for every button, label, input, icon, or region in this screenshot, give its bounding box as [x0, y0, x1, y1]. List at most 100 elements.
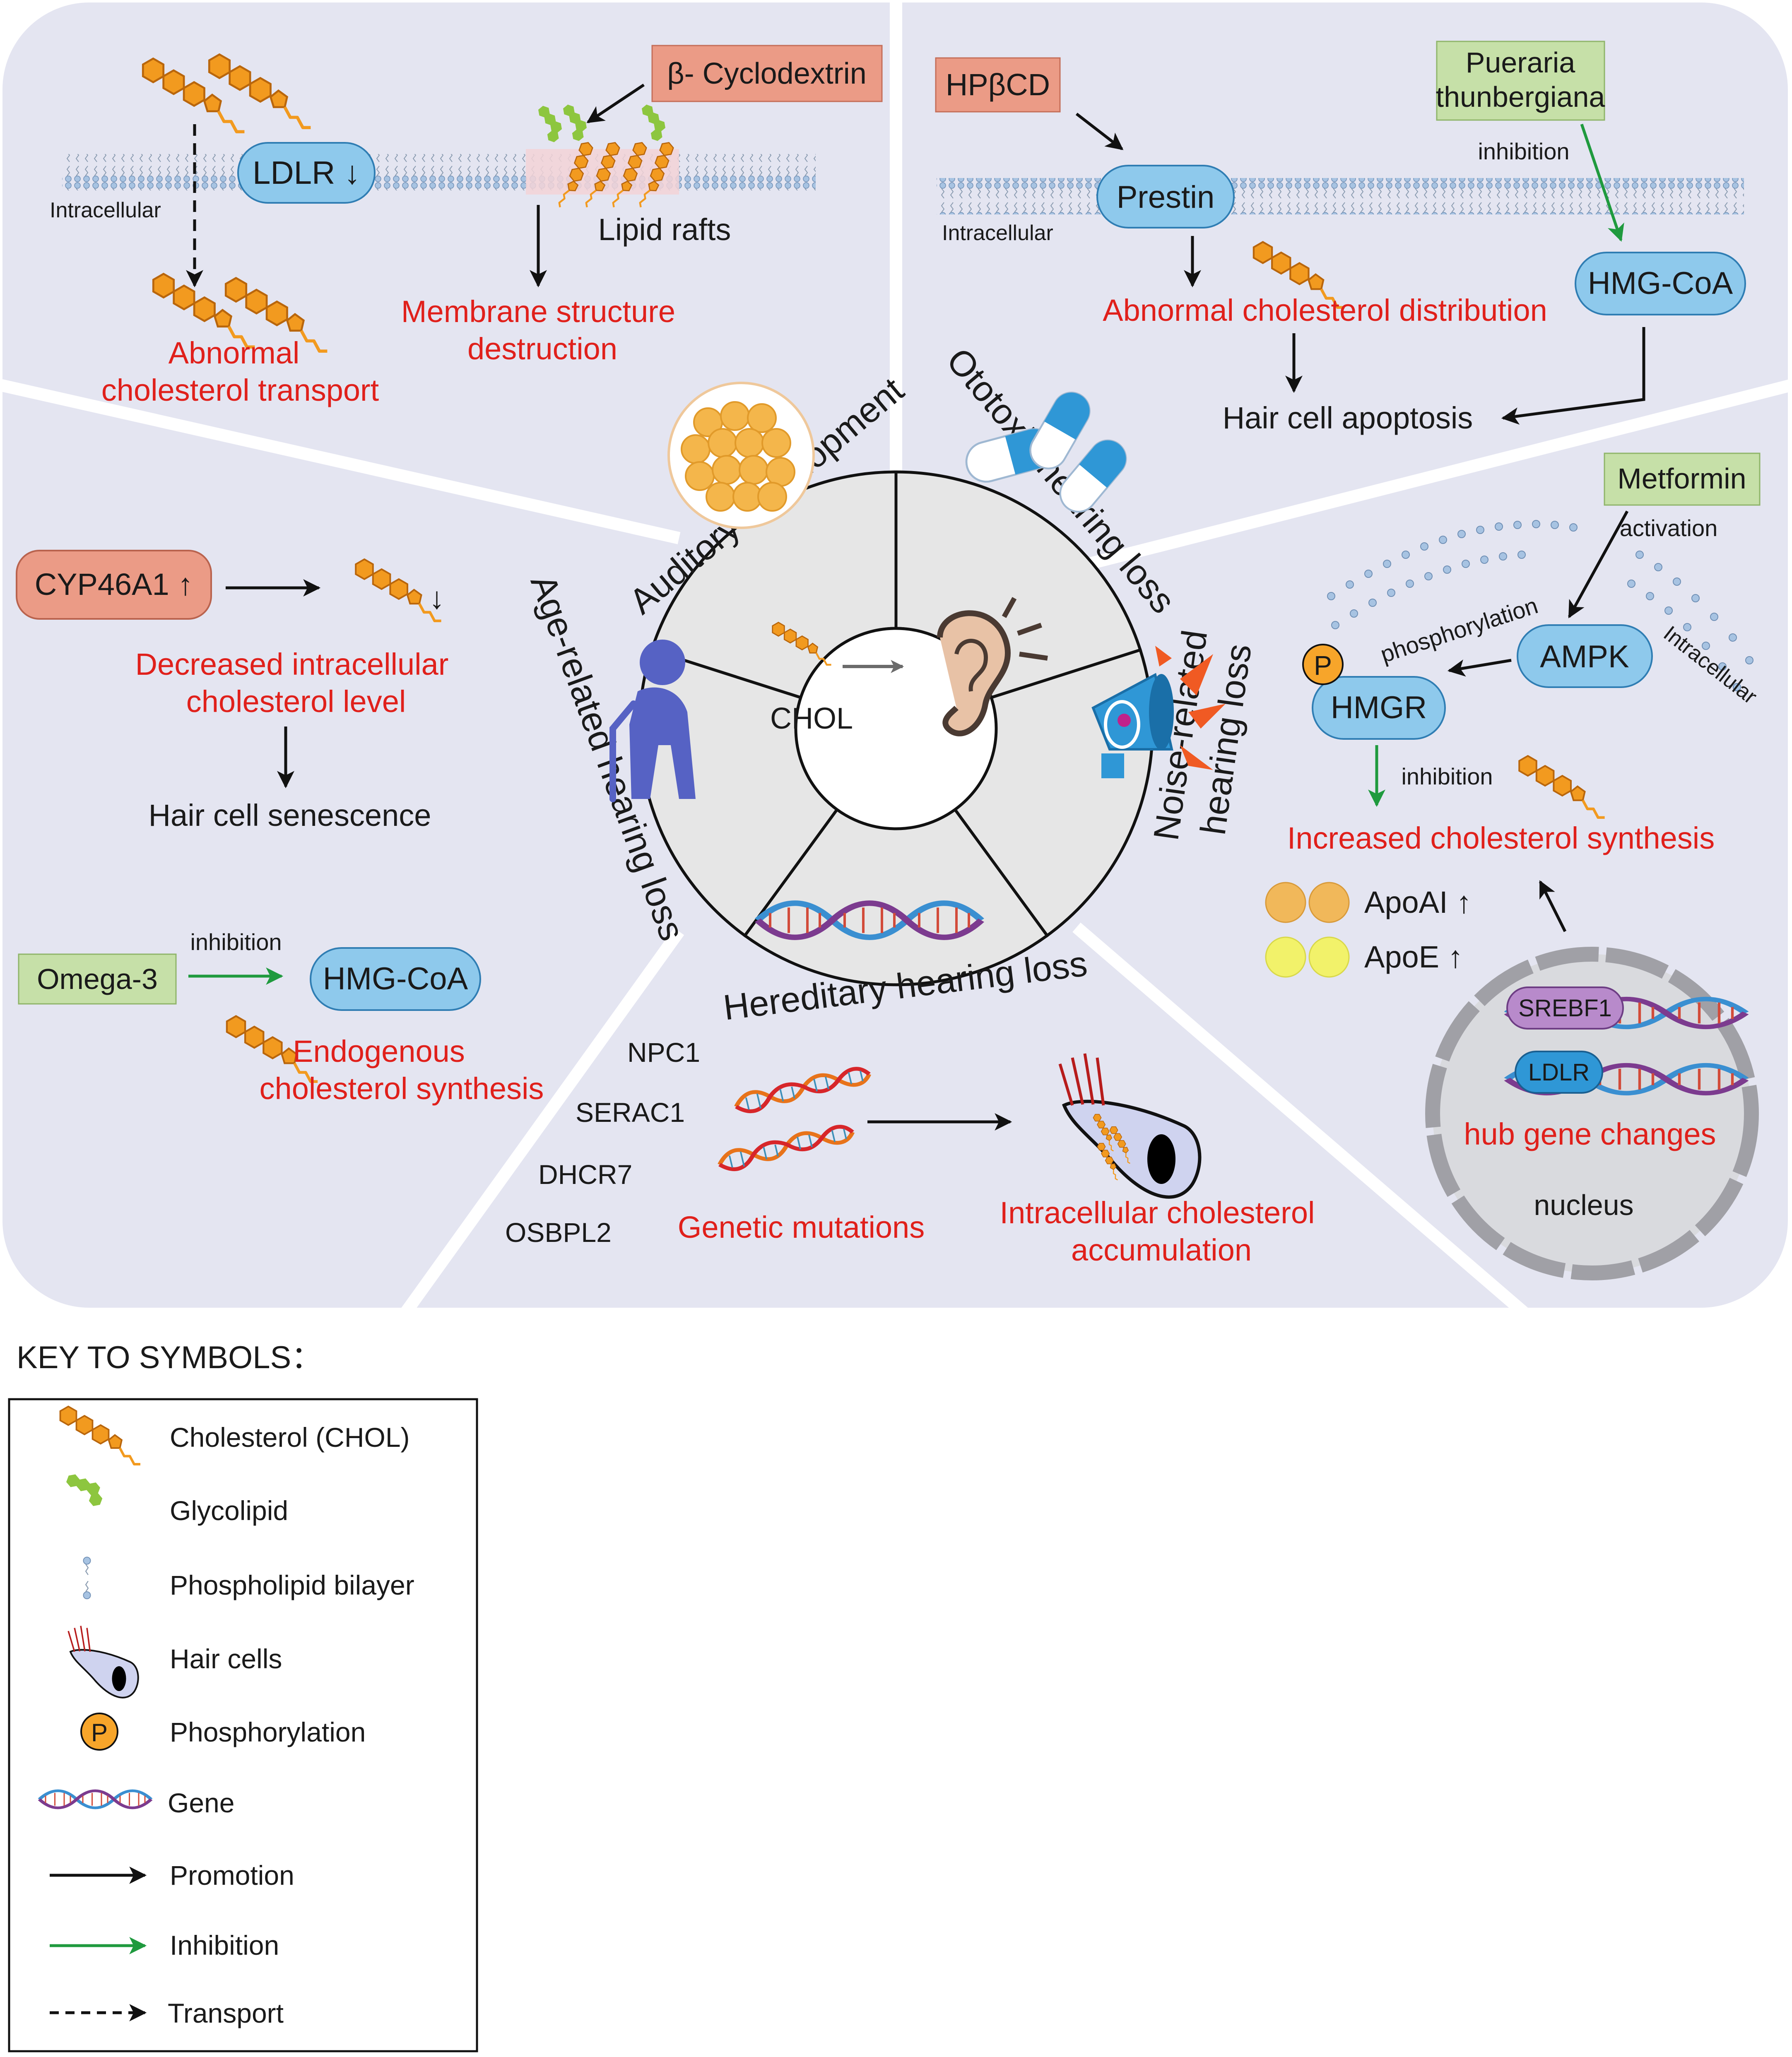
decreased-line2: cholesterol level: [186, 684, 406, 719]
legend-gene-label: Gene: [168, 1788, 234, 1818]
hmgr-pill: [1312, 676, 1446, 740]
apoe-particle: [1265, 936, 1306, 978]
omega3-label: Omega-3: [37, 963, 158, 995]
ldlr-nucleus-label: LDLR: [1528, 1059, 1590, 1086]
activation-label: activation: [1620, 515, 1718, 541]
left-panel: CYP46A1 ↑ ↓ Decreased intracellular chol…: [16, 550, 544, 1106]
endogenous-line2: cholesterol synthesis: [260, 1071, 544, 1106]
hmg-apoptosis-arrow: [1501, 327, 1645, 425]
hmg-coa-pill-left: [310, 947, 481, 1011]
legend: KEY TO SYMBOLS： Cholesterol (CHOL) Glyco…: [8, 1340, 478, 2052]
apoai-particle: [1308, 882, 1350, 923]
pueraria-inhibition-arrow: [1580, 123, 1624, 242]
legend-phospholipid-label: Phospholipid bilayer: [170, 1570, 414, 1600]
intracellular-label-tr: Intracellular: [942, 221, 1053, 245]
hmg-coa-pill-tr: [1575, 252, 1746, 315]
legend-phosphorylation-p: P: [91, 1719, 108, 1747]
right-panel: Metformin activation Intracellular phosp…: [1265, 452, 1761, 1280]
center-label: CHOL: [770, 702, 853, 735]
center-circle: [794, 627, 998, 830]
gene-serac1: SERAC1: [576, 1097, 685, 1128]
hpbcd-label: HPβCD: [946, 67, 1050, 102]
prestin-pill: [1096, 165, 1235, 229]
srebf1-label: SREBF1: [1518, 995, 1612, 1022]
accumulation-line2: accumulation: [1071, 1233, 1252, 1267]
pueraria-line1: Pueraria: [1466, 46, 1575, 79]
top-right-panel: HPβCD Prestin Intracellular Pueraria thu…: [935, 41, 1746, 435]
ldlr-pill: [237, 142, 376, 204]
legend-cholesterol-label: Cholesterol (CHOL): [170, 1422, 410, 1453]
cyp46a1-label: CYP46A1 ↑: [35, 567, 193, 601]
ldlr-nucleus-pill: [1515, 1051, 1603, 1094]
cyclodextrin-label: β- Cyclodextrin: [667, 57, 867, 90]
inhibition-label-tr: inhibition: [1478, 138, 1569, 164]
abnormal-transport-line1: Abnormal: [169, 336, 300, 370]
hmg-coa-label-left: HMG-CoA: [323, 961, 468, 996]
center-content: CHOL: [770, 597, 1048, 736]
membrane-top-right: [937, 178, 1744, 214]
nucleus-label: nucleus: [1534, 1189, 1633, 1221]
inhibition-label-right: inhibition: [1401, 763, 1493, 789]
metformin-box: [1604, 452, 1761, 506]
ampk-hmgr-arrow: [1447, 659, 1512, 677]
megaphone-icon: [1091, 646, 1226, 778]
bottom-panel: NPC1 SERAC1 DHCR7 OSBPL2 Genetic mutatio…: [505, 1037, 1315, 1267]
ldlr-label: LDLR ↓: [253, 154, 360, 191]
hpbcd-box: [935, 57, 1061, 113]
hpbcd-arrow: [1075, 113, 1124, 150]
membrane-destruction-line1: Membrane structure: [401, 294, 675, 329]
legend-phosphorylation-icon: [80, 1713, 118, 1751]
pueraria-line2: thunbergiana: [1436, 81, 1605, 113]
gene-dhcr7: DHCR7: [538, 1159, 632, 1190]
ampk-pill: [1517, 624, 1653, 688]
legend-transport-label: Transport: [168, 1998, 284, 2028]
genetic-mutations-label: Genetic mutations: [678, 1210, 925, 1244]
prestin-label: Prestin: [1117, 180, 1215, 215]
legend-hair-cell-label: Hair cells: [170, 1643, 282, 1674]
accumulation-line1: Intracellular cholesterol: [1000, 1196, 1315, 1230]
apoai-label: ApoAI ↑: [1364, 885, 1472, 919]
omega3-box: [18, 953, 177, 1005]
top-left-panel: LDLR ↓ Intracellular β- Cyclodextrin Lip…: [50, 45, 883, 407]
hmgr-label: HMGR: [1331, 690, 1427, 725]
abnormal-transport-line2: cholesterol transport: [101, 373, 379, 407]
lipid-rafts-label: Lipid rafts: [598, 212, 731, 247]
senescence-label: Hair cell senescence: [149, 798, 431, 832]
legend-phosphorylation-label: Phosphorylation: [170, 1717, 366, 1747]
metformin-activation-arrow: [1568, 510, 1629, 618]
lipid-raft: [526, 102, 682, 207]
apoai-particle: [1265, 882, 1306, 923]
membrane-destruction-line2: destruction: [467, 332, 617, 366]
srebf1-pill: [1506, 986, 1624, 1030]
cell-cluster-icon: [667, 382, 815, 529]
nucleus-up-arrow: [1539, 880, 1567, 932]
inhibition-label-left: inhibition: [190, 929, 282, 955]
ear-icon: [937, 597, 1048, 736]
legend-promotion-label: Promotion: [170, 1860, 294, 1891]
cyclodextrin-box: [651, 45, 883, 102]
abnormal-distribution-label: Abnormal cholesterol distribution: [1103, 293, 1547, 327]
increased-synthesis-label: Increased cholesterol synthesis: [1287, 821, 1715, 855]
hub-gene-label: hub gene changes: [1464, 1117, 1716, 1151]
endogenous-line1: Endogenous: [293, 1034, 465, 1068]
membrane-top-left: [62, 154, 816, 190]
chol-down-arrow: ↓: [429, 581, 445, 615]
decreased-line1: Decreased intracellular: [135, 647, 449, 681]
legend-inhibition-label: Inhibition: [170, 1930, 279, 1961]
apoptosis-label: Hair cell apoptosis: [1223, 401, 1473, 435]
membrane-right: [1327, 520, 1753, 691]
legend-title: KEY TO SYMBOLS：: [17, 1340, 323, 1375]
gene-osbpl2: OSBPL2: [505, 1217, 612, 1248]
metformin-label: Metformin: [1617, 462, 1746, 495]
cyclodextrin-arrow: [586, 84, 645, 123]
hmg-coa-label-tr: HMG-CoA: [1588, 266, 1733, 301]
ampk-label: AMPK: [1540, 639, 1629, 674]
nucleus: SREBF1 LDLR hub gene changes nucleus: [1425, 947, 1759, 1280]
gene-npc1: NPC1: [627, 1037, 700, 1068]
phosphorylation-icon: [1302, 644, 1344, 685]
pueraria-box: [1436, 41, 1605, 121]
elderly-person-icon: [609, 640, 696, 802]
cyp46a1-box: [16, 550, 212, 620]
legend-glycolipid-label: Glycolipid: [170, 1495, 288, 1526]
